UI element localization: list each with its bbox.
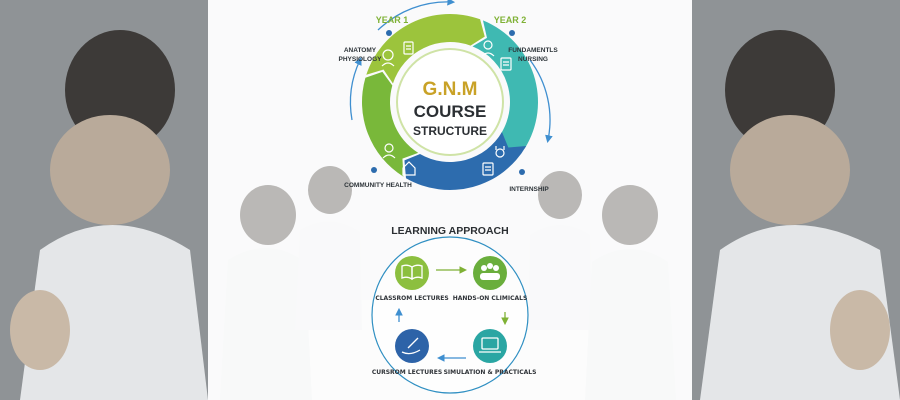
- people-icon: [382, 143, 396, 159]
- course-title-line2: COURSE: [414, 102, 487, 121]
- outer-person-icons: [371, 30, 525, 175]
- person-icon: [386, 30, 392, 36]
- course-cycle: G.N.M COURSE STRUCTURE YEAR 1 YEAR 2 ANA…: [339, 0, 558, 193]
- stethoscope-icon: [495, 146, 505, 158]
- segment-label-line1: FUNDAMENTLS: [508, 47, 558, 54]
- person-icon: [519, 169, 525, 175]
- segment-label-line1: COMMUNITY HEALTH: [344, 182, 412, 189]
- clipboard-icon: [403, 41, 414, 55]
- cycle-arrow: [377, 0, 456, 31]
- segment-label-line1: ANATOMY: [344, 47, 377, 54]
- laptop-icon: [479, 337, 501, 353]
- learning-approach: LEARNING APPROACH CLASSROM LECTURES HAND…: [371, 225, 537, 394]
- checklist-icon: [500, 57, 512, 71]
- step-label: HANDS-ON CLIMICALS: [453, 295, 528, 302]
- segment-label-line2: PHYSIOLOGY: [339, 56, 383, 63]
- house-icon: [402, 161, 416, 176]
- person-icon: [371, 167, 377, 173]
- segment-anatomy-physiology: [366, 14, 485, 84]
- step-circle: [473, 329, 507, 363]
- cycle-arrow: [529, 59, 553, 144]
- year2-label: YEAR 2: [494, 15, 527, 25]
- cycle-arrow: [349, 57, 362, 121]
- hand-pen-icon: [401, 337, 421, 355]
- report-icon: [482, 162, 494, 176]
- group-icon: [480, 263, 500, 280]
- step-circle: [395, 329, 429, 363]
- segment-label-line1: INTERNSHIP: [509, 186, 549, 193]
- step-label: SIMULATION & PRACTICALS: [444, 369, 537, 376]
- anatomy-icon: [381, 49, 395, 67]
- segment-label-line2: NURSING: [518, 56, 548, 63]
- year1-label: YEAR 1: [376, 15, 409, 25]
- learning-title: LEARNING APPROACH: [391, 225, 508, 237]
- course-title-line1: G.N.M: [423, 79, 478, 100]
- doctor-icon: [481, 40, 495, 57]
- book-icon: [401, 264, 423, 281]
- ring-icons: [381, 40, 512, 176]
- center-disc: [396, 48, 504, 156]
- segment-community-health: [362, 71, 419, 177]
- person-icon: [509, 30, 515, 36]
- step-label: CURSROM LECTURES: [372, 369, 442, 376]
- step-label: CLASSROM LECTURES: [375, 295, 448, 302]
- course-title-line3: STRUCTURE: [413, 124, 487, 138]
